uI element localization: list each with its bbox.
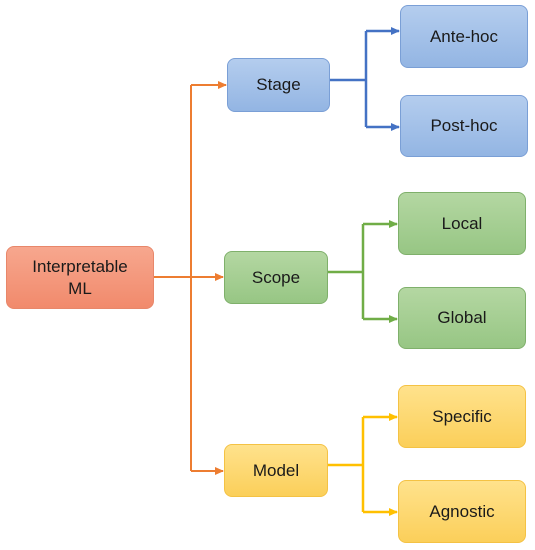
scope-node: Scope: [224, 251, 328, 304]
agnostic-node: Agnostic: [398, 480, 526, 543]
scope-connector: [328, 220, 398, 323]
interpretable-ml-node: Interpretable ML: [6, 246, 154, 309]
global-node: Global: [398, 287, 526, 349]
specific-node: Specific: [398, 385, 526, 448]
root-connector: [154, 81, 227, 475]
stage-node: Stage: [227, 58, 330, 112]
post-hoc-node: Post-hoc: [400, 95, 528, 157]
ante-hoc-node: Ante-hoc: [400, 5, 528, 68]
model-connector: [328, 413, 398, 516]
local-node: Local: [398, 192, 526, 255]
stage-connector: [330, 27, 400, 131]
model-node: Model: [224, 444, 328, 497]
